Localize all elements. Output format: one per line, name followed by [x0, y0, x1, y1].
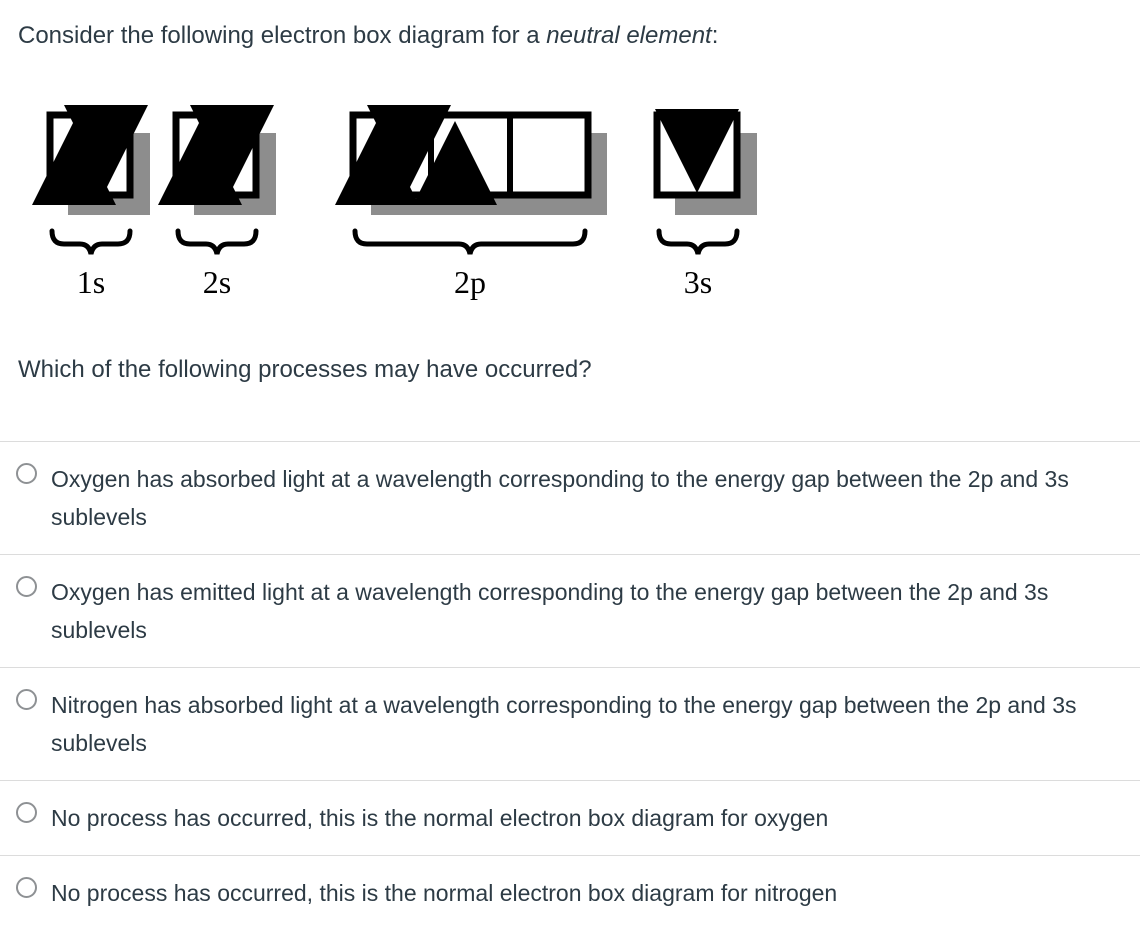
- answer-option-1[interactable]: Oxygen has absorbed light at a wavelengt…: [0, 441, 1140, 554]
- sublevel-1s-box-1: [46, 111, 134, 199]
- page-title: Consider the following electron box diag…: [18, 20, 718, 52]
- sublevel-2p-brace: [352, 228, 588, 255]
- answer-options-list: Oxygen has absorbed light at a wavelengt…: [0, 441, 1140, 931]
- sublevel-2s-box-1: [172, 111, 260, 199]
- prompt-lead: Consider the following electron box diag…: [18, 22, 547, 49]
- radio-button-icon[interactable]: [16, 689, 37, 710]
- electron-box-diagram: 1s 2s 2p: [0, 100, 820, 320]
- answer-option-5[interactable]: No process has occurred, this is the nor…: [0, 855, 1140, 931]
- sublevel-2p-box-outline: [349, 111, 592, 199]
- answer-option-2[interactable]: Oxygen has emitted light at a wavelength…: [0, 554, 1140, 667]
- answer-option-3[interactable]: Nitrogen has absorbed light at a wavelen…: [0, 667, 1140, 780]
- sublevel-3s-label: 3s: [684, 264, 712, 300]
- answer-option-2-label: Oxygen has emitted light at a wavelength…: [51, 579, 1049, 643]
- sublevel-2s-label: 2s: [203, 264, 231, 300]
- sublevel-2s-group: 2s: [158, 105, 276, 300]
- radio-button-icon[interactable]: [16, 802, 37, 823]
- sublevel-1s-brace: [49, 228, 133, 255]
- sublevel-3s-group: 3s: [653, 109, 757, 300]
- answer-option-4-label: No process has occurred, this is the nor…: [51, 805, 829, 831]
- answer-option-1-label: Oxygen has absorbed light at a wavelengt…: [51, 466, 1069, 530]
- radio-button-icon[interactable]: [16, 576, 37, 597]
- sublevel-2p-group: 2p: [335, 105, 607, 300]
- sublevel-3s-brace: [656, 228, 740, 255]
- sublevel-2s-brace: [175, 228, 259, 255]
- sublevel-2p-label: 2p: [454, 264, 486, 300]
- radio-button-icon[interactable]: [16, 877, 37, 898]
- answer-option-3-label: Nitrogen has absorbed light at a wavelen…: [51, 692, 1077, 756]
- radio-button-icon[interactable]: [16, 463, 37, 484]
- question-text: Which of the following processes may hav…: [18, 356, 592, 383]
- sublevel-1s-group: 1s: [32, 105, 150, 300]
- sublevel-1s-label: 1s: [77, 264, 105, 300]
- prompt-trail: :: [711, 22, 719, 49]
- answer-option-4[interactable]: No process has occurred, this is the nor…: [0, 780, 1140, 855]
- answer-option-5-label: No process has occurred, this is the nor…: [51, 880, 838, 906]
- prompt-emphasis: neutral element: [546, 22, 712, 49]
